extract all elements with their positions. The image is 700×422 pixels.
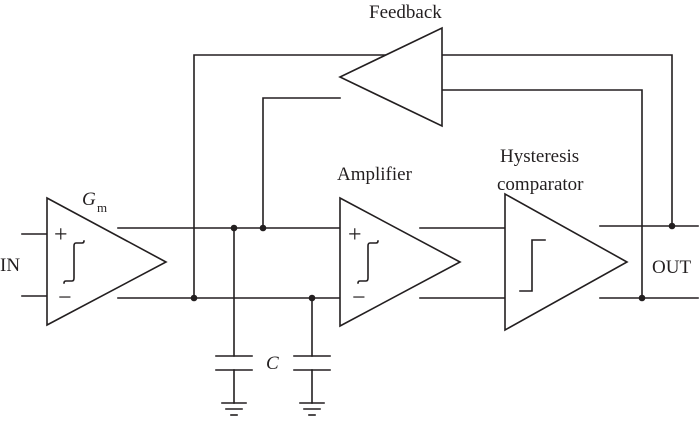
- comparator-block: [504, 192, 629, 332]
- gm-label: G: [82, 189, 96, 210]
- gm-subscript: m: [97, 200, 107, 215]
- ground-left-icon: [221, 402, 247, 416]
- comparator-label: comparator: [497, 174, 584, 195]
- output-label: OUT: [652, 257, 691, 278]
- junction-dots: [190, 222, 676, 302]
- gm-block: [46, 196, 168, 327]
- feedback-output-wire: [262, 97, 341, 229]
- ground-right-icon: [299, 402, 325, 416]
- input-label: IN: [0, 255, 20, 276]
- hysteresis-step-icon: [519, 239, 546, 292]
- capacitor-left: [215, 227, 253, 404]
- feedback-amplifier-block: [338, 26, 443, 128]
- amplifier-label: Amplifier: [337, 164, 413, 185]
- gm-plus-sign: +: [54, 222, 68, 248]
- input-wires: [21, 233, 48, 297]
- gm-minus-sign: −: [58, 285, 72, 311]
- amplifier-block: [339, 196, 462, 328]
- capacitor-right: [293, 297, 331, 404]
- hysteresis-label: Hysteresis: [500, 146, 579, 167]
- feedback-label: Feedback: [369, 2, 442, 23]
- feedback-input-wire: [441, 89, 643, 299]
- amp-plus-sign: +: [348, 222, 362, 248]
- amp-minus-sign: −: [352, 285, 366, 311]
- signal-rails: [117, 225, 699, 299]
- capacitor-label: C: [266, 353, 279, 374]
